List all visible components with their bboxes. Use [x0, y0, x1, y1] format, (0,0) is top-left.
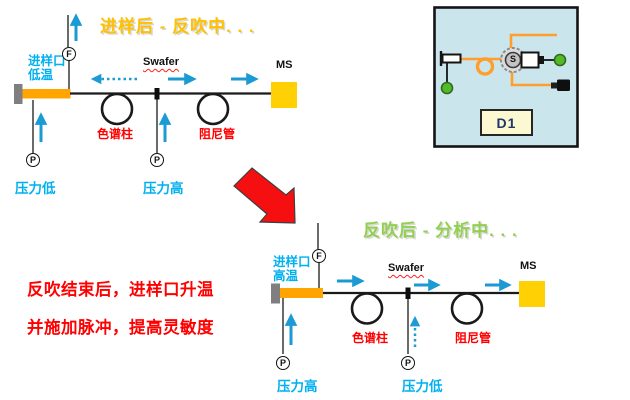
inset-detector-body: [520, 51, 540, 69]
stage2-inlet-line1: 进样口: [273, 255, 311, 269]
inset-injector-icon: [441, 53, 462, 64]
stage1-inlet-line1: 进样口: [28, 54, 66, 68]
inlet-bar: [280, 288, 323, 298]
stage2-pressure-high-label: 压力高: [277, 379, 318, 394]
stage1-pressure-low-label: 压力低: [15, 181, 56, 196]
stage2-column-label: 色谱柱: [352, 331, 389, 345]
stage1-diagram: [14, 13, 297, 153]
column-coil: [100, 92, 134, 126]
column-coil: [350, 292, 384, 325]
stage1-pressure-sensor-mid: P: [150, 153, 164, 167]
stage1-swafer-label: Swafer: [143, 56, 180, 68]
stage1-column-label: 色谱柱: [97, 127, 134, 141]
swafer-junction: [405, 287, 411, 299]
stage2-damper-label: 阻尼管: [455, 331, 492, 345]
transition-arrow-icon: [233, 167, 296, 224]
stage2-inlet-label: 进样口 高温: [273, 255, 311, 283]
inlet-septum: [271, 283, 280, 304]
inset-nozzle-stub: [551, 82, 557, 89]
stage2-swafer-label: Swafer: [388, 262, 425, 274]
stage2-pressure-sensor-mid: P: [401, 356, 415, 370]
stage2-pressure-low-label: 压力低: [402, 379, 443, 394]
note-line2: 并施加脉冲，提高灵敏度: [27, 319, 214, 337]
stage2-flow-sensor-badge: F: [312, 249, 326, 263]
inset-gas-line-top: [509, 33, 557, 48]
stage1-ms-label: MS: [276, 59, 293, 71]
stage1-damper-label: 阻尼管: [199, 127, 236, 141]
inlet-septum: [14, 84, 23, 104]
stage1-flow-sensor-badge: F: [62, 47, 76, 61]
inset-d1-label: D1: [480, 109, 533, 136]
stage1-title: 进样后 - 反吹中. . .: [100, 17, 255, 36]
inset-green-node-left: [440, 81, 454, 95]
swafer-junction: [154, 88, 160, 100]
ms-detector: [519, 281, 545, 307]
damper-coil: [196, 92, 230, 126]
inset-green-node-right: [553, 53, 567, 67]
inset-column-loop-icon: [475, 57, 495, 76]
stage1-inlet-label: 进样口 低温: [28, 54, 66, 82]
damper-coil: [450, 292, 484, 325]
stage1-pressure-sensor-left: P: [26, 153, 40, 167]
stage2-ms-label: MS: [520, 260, 537, 272]
inset-gas-line-bottom: [510, 72, 551, 87]
stage1-inlet-line2: 低温: [28, 68, 54, 82]
stage2-pressure-sensor-left: P: [276, 356, 290, 370]
inlet-bar: [22, 89, 71, 99]
inset-detector-port: [538, 56, 544, 64]
inset-valve-glyph: S: [509, 54, 516, 64]
stage2-title: 反吹后 - 分析中. . .: [363, 221, 518, 240]
stage2-inlet-line2: 高温: [273, 269, 299, 283]
stage1-pressure-high-label: 压力高: [143, 181, 184, 196]
note-line1: 反吹结束后，进样口升温: [27, 281, 214, 299]
stage2-diagram: [271, 223, 545, 354]
ms-detector: [271, 82, 297, 108]
inset-nozzle-icon: [557, 79, 570, 91]
